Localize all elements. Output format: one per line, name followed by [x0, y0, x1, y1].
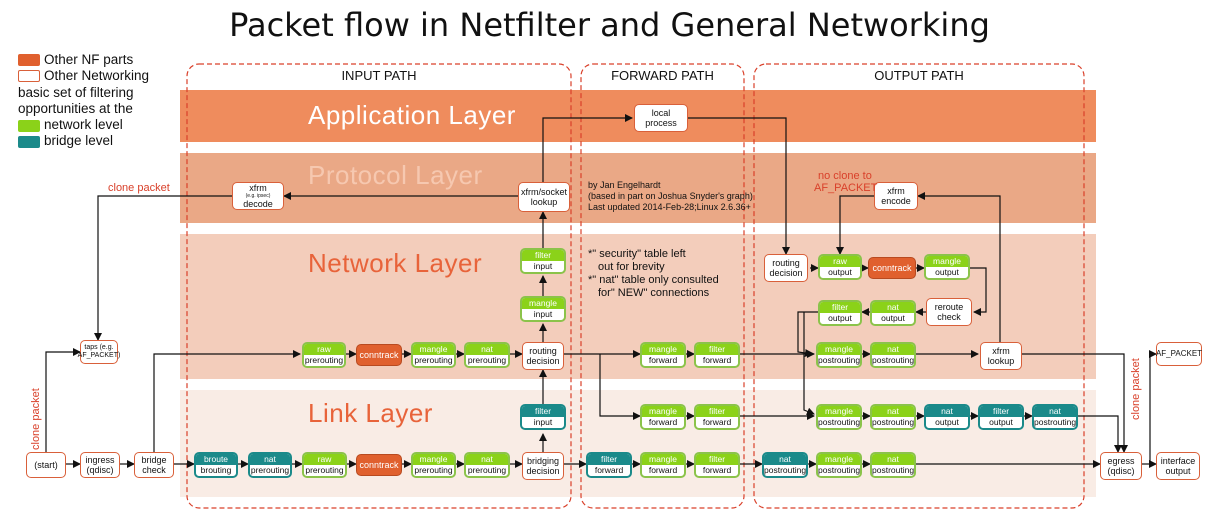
xfrm-decode-node: xfrm(e.g. ipsec)decode — [232, 182, 284, 210]
clone-packet-label-top: clone packet — [108, 182, 170, 194]
arrow-egress-afpacket — [1149, 350, 1157, 464]
link-layer-label: Link Layer — [308, 398, 433, 428]
arrow-filter-postrouting — [797, 311, 818, 357]
arrow-decode-taps — [94, 195, 232, 341]
output-path-frame — [753, 63, 1085, 509]
note-line-1: *" security" table left — [588, 248, 686, 260]
clone-packet-label-right: clone packet — [1130, 358, 1142, 420]
forward-path-label: FORWARD PATH — [611, 68, 714, 83]
arrow-route-forward2 — [599, 354, 641, 420]
page-title: Packet flow in Netfilter and General Net… — [229, 6, 990, 44]
input-path-label: INPUT PATH — [341, 68, 417, 83]
start-node: (start) — [26, 452, 66, 478]
af-packet-node: AF_PACKET — [1156, 342, 1202, 366]
arrow-post-egress — [1078, 415, 1122, 453]
legend-bridge: bridge level — [44, 133, 114, 148]
network-layer-label: Network Layer — [308, 248, 483, 278]
note-line-2: out for brevity — [598, 261, 665, 273]
credit-line-2: (based in part on Joshua Snyder's graph) — [588, 191, 753, 201]
output-path-label: OUTPUT PATH — [874, 68, 964, 83]
protocol-layer-band — [180, 153, 1096, 223]
no-clone-label-2: AF_PACKET — [814, 182, 878, 194]
forward-path-frame — [580, 63, 745, 509]
legend-swatch-nf — [18, 54, 40, 66]
legend-swatch-teal — [18, 136, 40, 148]
application-layer-label: Application Layer — [308, 100, 516, 130]
credit-line-1: by Jan Engelhardt — [588, 180, 661, 190]
legend-other-net: Other Networking — [44, 68, 150, 83]
legend-network: network level — [44, 117, 123, 132]
ingress-node: ingress(qdisc) — [80, 452, 120, 478]
legend-swatch-net — [18, 70, 40, 82]
arrow-mangle-reroute — [970, 267, 987, 316]
conntrack-output: conntrack — [868, 257, 916, 279]
legend-opportunities: opportunities at the — [18, 101, 133, 116]
input-path-frame — [186, 63, 572, 509]
note-line-4: for" NEW" connections — [598, 287, 710, 299]
egress-node: egress(qdisc) — [1100, 452, 1142, 480]
protocol-layer-label: Protocol Layer — [308, 160, 483, 190]
arrow-clone-taps — [45, 348, 81, 452]
conntrack-input-link: conntrack — [356, 454, 402, 476]
arrow-filter-postrouting2 — [803, 312, 815, 416]
arrow-local-routing — [688, 117, 790, 255]
legend-other-nf: Other NF parts — [44, 52, 134, 67]
taps-node: taps (e.g.AF_PACKET) — [78, 340, 120, 364]
credit-line-3: Last updated 2014-Feb-28;Linux 2.6.36+ — [588, 202, 751, 212]
arrow-xfrm-egress — [1022, 353, 1128, 453]
arrow-bridgecheck-network — [153, 350, 301, 452]
legend-basic: basic set of filtering — [18, 85, 134, 100]
legend-swatch-green — [18, 120, 40, 132]
arrow-xfrmsocket-local — [542, 114, 633, 182]
clone-packet-label-left: clone packet — [30, 388, 42, 450]
conntrack-input-net: conntrack — [356, 344, 402, 366]
note-line-3: *" nat" table only consulted — [588, 274, 719, 286]
arrow-encode-raw — [836, 195, 876, 255]
arrow-xfrm-encode — [917, 192, 1001, 342]
no-clone-label-1: no clone to — [818, 170, 872, 182]
